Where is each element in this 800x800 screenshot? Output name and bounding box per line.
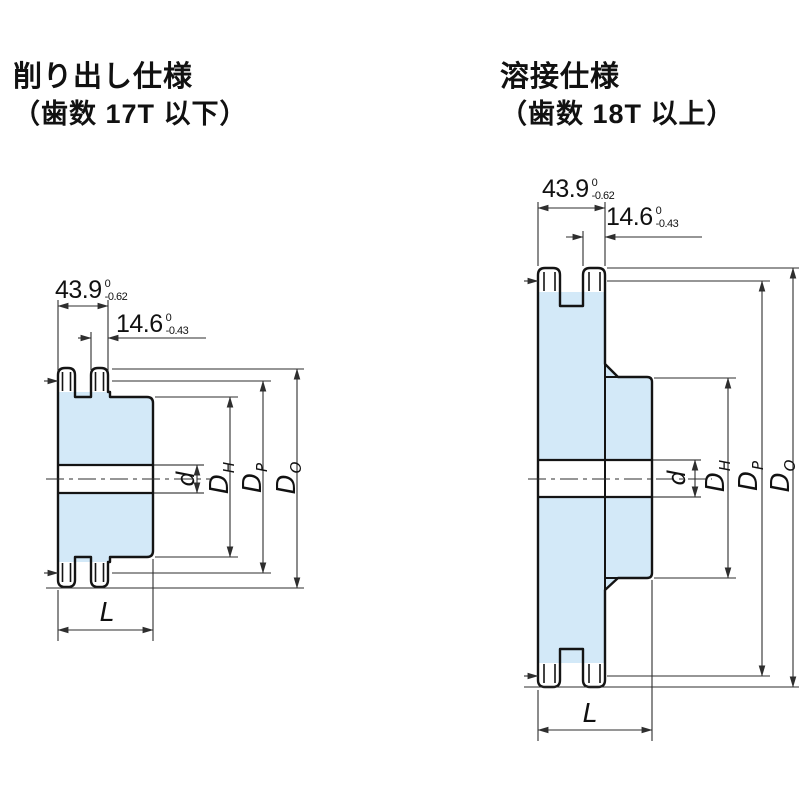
right-sprocket-body xyxy=(536,266,654,689)
right-label-pitch-diameter: D P xyxy=(734,460,767,492)
right-label-outside-diameter: D O xyxy=(766,459,799,493)
left-label-hub-diameter: D H xyxy=(205,461,238,495)
left-label-bore-diameter: d xyxy=(172,471,200,487)
left-dim-overall-width: 43.9 0 -0.62 xyxy=(55,276,128,304)
left-sprocket-body xyxy=(56,366,155,589)
left-outline xyxy=(56,366,155,589)
right-dim-overall-width: 43.9 0 -0.62 xyxy=(542,175,615,203)
right-label-bore-diameter: d xyxy=(663,470,691,486)
left-dim-plate-width: 14.6 0 -0.43 xyxy=(116,310,189,338)
right-sprocket-teeth xyxy=(543,272,601,683)
tolerance: 0 -0.43 xyxy=(165,311,189,337)
left-sprocket-teeth xyxy=(61,372,105,582)
right-dimension-lines xyxy=(524,202,799,741)
left-view-title-line2: （歯数 17T 以下） xyxy=(13,99,248,129)
right-outline xyxy=(536,266,654,689)
right-view-title-line1: 溶接仕様 xyxy=(500,61,621,93)
left-view-title-line1: 削り出し仕様 xyxy=(13,61,194,93)
right-label-hub-length: L xyxy=(582,699,598,729)
right-label-hub-diameter: D H xyxy=(701,459,734,493)
left-dimension-lines xyxy=(44,300,304,641)
left-view-title: 削り出し仕様 （歯数 17T 以下） xyxy=(13,59,248,133)
right-view-title-line2: （歯数 18T 以上） xyxy=(500,99,735,129)
left-label-pitch-diameter: D P xyxy=(238,462,271,494)
tolerance: 0 -0.43 xyxy=(655,204,679,230)
left-label-hub-length: L xyxy=(99,598,115,628)
tolerance: 0 -0.62 xyxy=(591,176,615,202)
right-dim-plate-width: 14.6 0 -0.43 xyxy=(606,203,679,231)
right-view-title: 溶接仕様 （歯数 18T 以上） xyxy=(500,59,735,133)
left-label-outside-diameter: D O xyxy=(272,461,305,495)
tolerance: 0 -0.62 xyxy=(104,277,128,303)
